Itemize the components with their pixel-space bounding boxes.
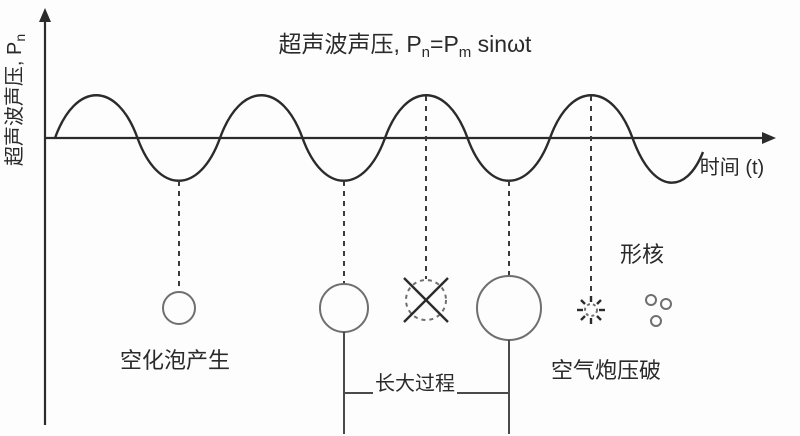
burst-rays: [577, 296, 605, 324]
y-axis-label: 超声波声压, Pn: [3, 34, 28, 166]
burst-spark-icon: [577, 296, 605, 324]
nucleation-dots: [645, 294, 672, 327]
dashed-drop-lines: [178, 96, 592, 295]
x-axis-label: 时间 (t): [700, 156, 764, 179]
x-axis-arrow-icon: [762, 132, 776, 144]
nucleus-dot-2: [660, 298, 672, 310]
small-bubble: [162, 291, 196, 325]
label-nucleation: 形核: [620, 242, 664, 267]
collapsing-bubble-outline: [405, 279, 447, 321]
label-growth-process: 长大过程: [375, 372, 455, 395]
collapse-cross-line-2: [403, 277, 449, 323]
burst-core: [584, 303, 598, 317]
label-bubble-collapse: 空气炮压破: [551, 358, 661, 383]
nucleus-dot-1: [645, 294, 657, 306]
label-bubble-generation: 空化泡产生: [120, 348, 230, 373]
growth-bracket: [343, 332, 510, 434]
medium-bubble: [319, 283, 369, 333]
collapsing-bubble: [403, 277, 449, 323]
pressure-sine-wave: [53, 94, 705, 184]
large-bubble: [476, 275, 542, 341]
cavitation-bubbles: [162, 275, 672, 341]
y-axis-arrow-icon: [39, 8, 51, 22]
axes: [39, 8, 776, 425]
nucleus-dot-3: [650, 315, 662, 327]
chart-title: 超声波声压, Pn=Pm sinωt: [279, 31, 532, 61]
